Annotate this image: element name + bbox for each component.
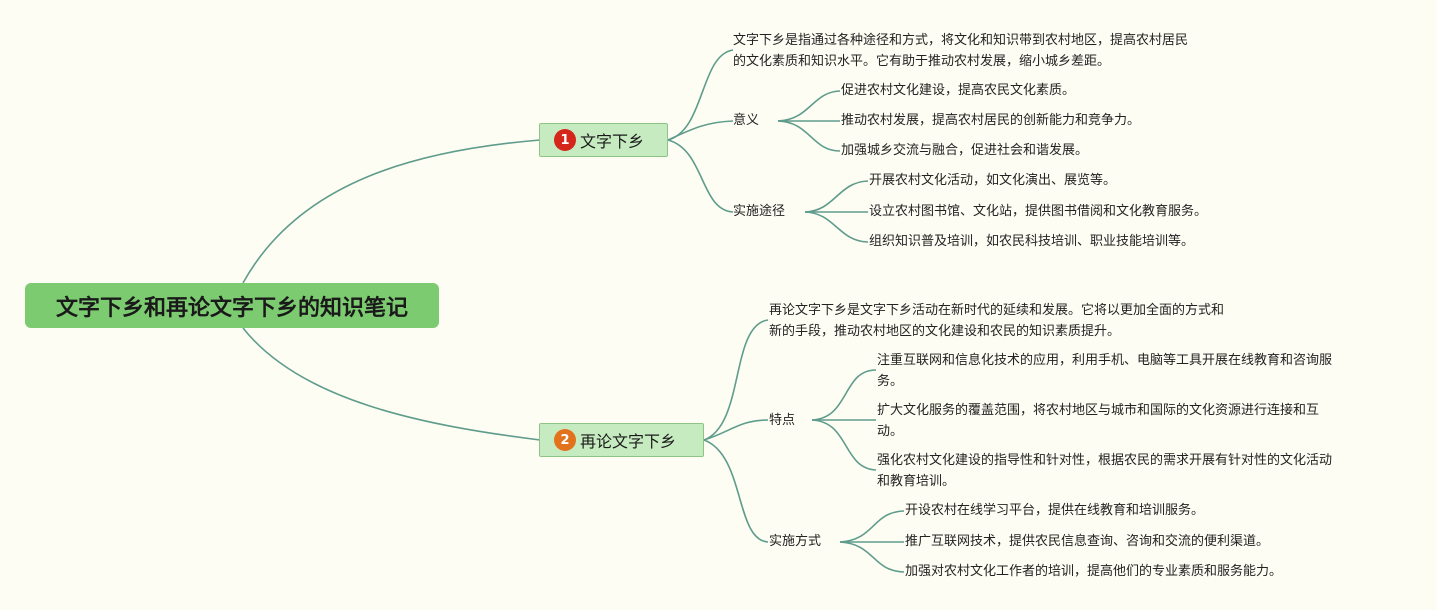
approach-item[interactable]: 开展农村文化活动，如文化演出、展览等。 [869, 173, 1117, 188]
link-meth-1 [839, 510, 905, 543]
link-sig-1 [777, 90, 841, 122]
feature-line: 强化农村文化建设的指导性和针对性，根据农民的需求开展有针对性的文化活动 [877, 453, 1333, 468]
method-item[interactable]: 加强对农村文化工作者的培训，提高他们的专业素质和服务能力。 [905, 564, 1283, 579]
significance-item[interactable]: 加强城乡交流与融合，促进社会和谐发展。 [841, 143, 1089, 158]
link-sig-3 [777, 120, 841, 152]
priority-2-icon: 2 [554, 429, 576, 451]
feature-line: 动。 [877, 424, 904, 439]
approach-item[interactable]: 设立农村图书馆、文化站，提供图书借阅和文化教育服务。 [869, 204, 1208, 219]
link-b1-desc [667, 49, 734, 141]
branch-title: 再论文字下乡 [580, 432, 677, 451]
feature-line: 务。 [877, 374, 904, 389]
feature-item[interactable]: 注重互联网和信息化技术的应用，利用手机、电脑等工具开展在线教育和咨询服 务。 [877, 350, 1332, 392]
desc-line: 再论文字下乡是文字下乡活动在新时代的延续和发展。它将以更加全面的方式和 [769, 303, 1225, 318]
branch-topic-2[interactable]: 2 再论文字下乡 [539, 423, 704, 457]
link-feat-3 [811, 419, 877, 471]
feature-item[interactable]: 扩大文化服务的覆盖范围，将农村地区与城市和国际的文化资源进行连接和互 动。 [877, 400, 1319, 442]
link-meth-3 [839, 541, 905, 573]
desc-line: 新的手段，推动农村地区的文化建设和农民的知识素质提升。 [769, 324, 1121, 339]
link-root-branch2 [242, 327, 541, 441]
approach-item[interactable]: 组织知识普及培训，如农民科技培训、职业技能培训等。 [869, 234, 1195, 249]
feature-line: 扩大文化服务的覆盖范围，将农村地区与城市和国际的文化资源进行连接和互 [877, 403, 1320, 418]
feature-line: 和教育培训。 [877, 474, 956, 489]
method-item[interactable]: 推广互联网技术，提供农民信息查询、咨询和交流的便利渠道。 [905, 534, 1270, 549]
link-b1-approach [667, 139, 734, 213]
methods-topic[interactable]: 实施方式 [769, 534, 822, 549]
branch2-description[interactable]: 再论文字下乡是文字下乡活动在新时代的延续和发展。它将以更加全面的方式和 新的手段… [769, 300, 1224, 342]
link-b2-features [703, 419, 769, 441]
branch-title: 文字下乡 [580, 132, 645, 151]
link-root-branch1 [242, 139, 541, 284]
approach-topic[interactable]: 实施途径 [733, 204, 786, 219]
feature-item[interactable]: 强化农村文化建设的指导性和针对性，根据农民的需求开展有针对性的文化活动 和教育培… [877, 450, 1332, 492]
features-topic[interactable]: 特点 [769, 413, 796, 428]
priority-1-icon: 1 [554, 129, 576, 151]
branch-topic-1[interactable]: 1 文字下乡 [539, 123, 668, 157]
method-item[interactable]: 开设农村在线学习平台，提供在线教育和培训服务。 [905, 503, 1205, 518]
feature-line: 注重互联网和信息化技术的应用，利用手机、电脑等工具开展在线教育和咨询服 [877, 353, 1333, 368]
significance-item[interactable]: 促进农村文化建设，提高农民文化素质。 [841, 83, 1076, 98]
link-app-1 [804, 180, 869, 213]
root-topic[interactable]: 文字下乡和再论文字下乡的知识笔记 [25, 283, 439, 328]
branch1-description[interactable]: 文字下乡是指通过各种途径和方式，将文化和知识带到农村地区，提高农村居民 的文化素… [733, 30, 1188, 72]
link-b2-methods [703, 439, 769, 543]
desc-line: 的文化素质和知识水平。它有助于推动农村发展，缩小城乡差距。 [733, 54, 1111, 69]
link-b2-desc [703, 319, 769, 441]
link-b1-significance [667, 120, 734, 141]
link-feat-1 [811, 369, 877, 421]
link-app-3 [804, 211, 869, 243]
desc-line: 文字下乡是指通过各种途径和方式，将文化和知识带到农村地区，提高农村居民 [733, 33, 1189, 48]
significance-item[interactable]: 推动农村发展，提高农村居民的创新能力和竞争力。 [841, 113, 1141, 128]
significance-topic[interactable]: 意义 [733, 113, 760, 128]
